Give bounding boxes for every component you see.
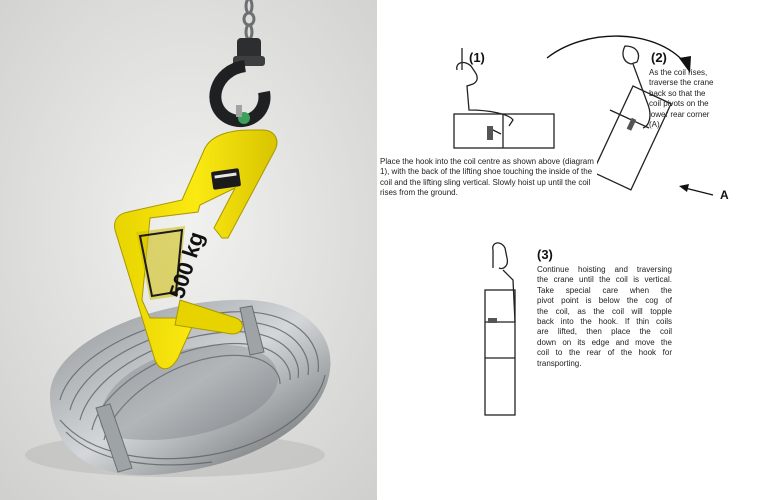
step-1-text: Place the hook into the coil centre as s…: [380, 157, 594, 198]
diagram-1: [453, 48, 555, 149]
pivot-marker-a: A: [720, 188, 729, 202]
diagram-3: [484, 242, 516, 416]
diagram-2: [597, 45, 672, 191]
pivot-arrow: [679, 184, 714, 196]
product-photo: 500 kg: [0, 0, 377, 500]
yellow-c-hook: 500 kg: [114, 129, 278, 370]
crane-hook: [209, 38, 271, 128]
step-1-number: (1): [469, 50, 485, 65]
step-3-text: Continue hoisting and traversing the cra…: [537, 265, 672, 368]
step-3-number: (3): [537, 247, 553, 262]
steel-coil: [50, 299, 331, 476]
step-2-text: As the coil rises, traverse the crane ba…: [649, 68, 714, 130]
instruction-panel: (1) (2) As the coil rises, traverse the …: [377, 0, 770, 500]
traverse-arrow: [546, 35, 691, 73]
step-2-number: (2): [651, 50, 667, 65]
